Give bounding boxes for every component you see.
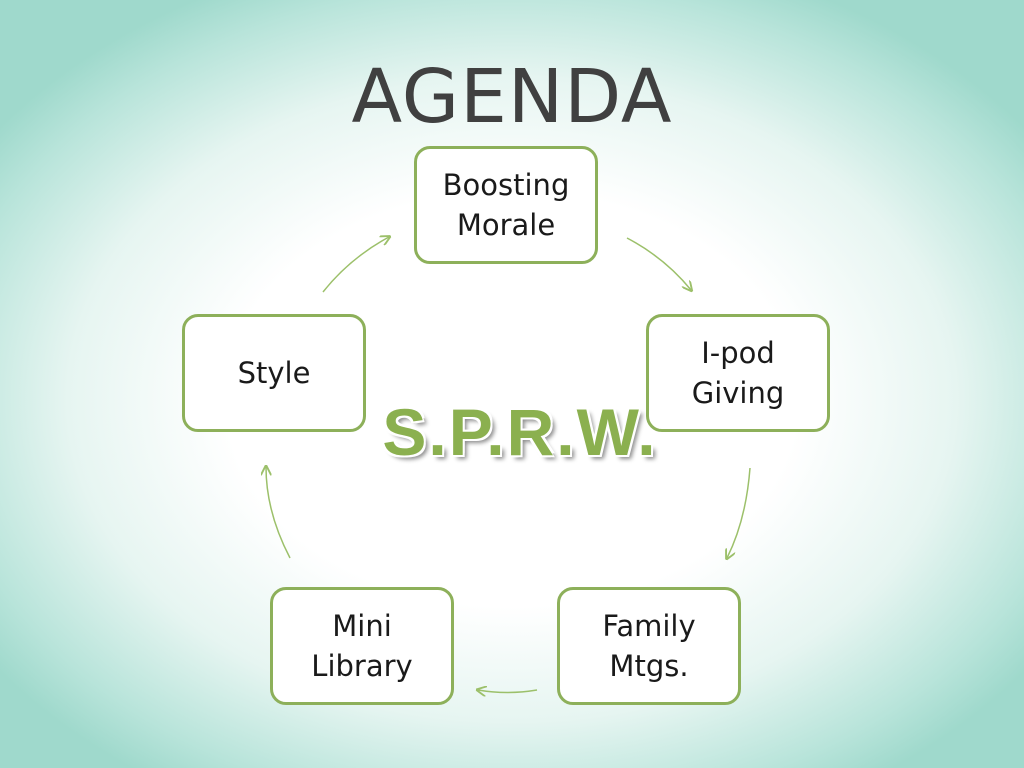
cycle-node-label: Style [237,356,311,390]
cycle-node-label: Mini Library [311,609,413,683]
cycle-arrow-5 [322,237,389,293]
center-label: S.P.R.W. [382,395,658,469]
cycle-arrow-2 [727,467,751,558]
cycle-arrow-4 [266,467,291,559]
cycle-node-ipod-giving: I-pod Giving [646,314,830,432]
cycle-node-label: Family Mtgs. [602,609,696,683]
cycle-node-label: I-pod Giving [691,336,785,410]
cycle-node-family-mtgs: Family Mtgs. [557,587,741,705]
cycle-arrow-1 [626,237,691,290]
cycle-arrow-3 [478,690,538,693]
slide-title: AGENDA [351,54,673,140]
cycle-node-style: Style [182,314,366,432]
cycle-node-mini-library: Mini Library [270,587,454,705]
cycle-node-boosting-morale: Boosting Morale [414,146,598,264]
cycle-node-label: Boosting Morale [442,168,570,242]
